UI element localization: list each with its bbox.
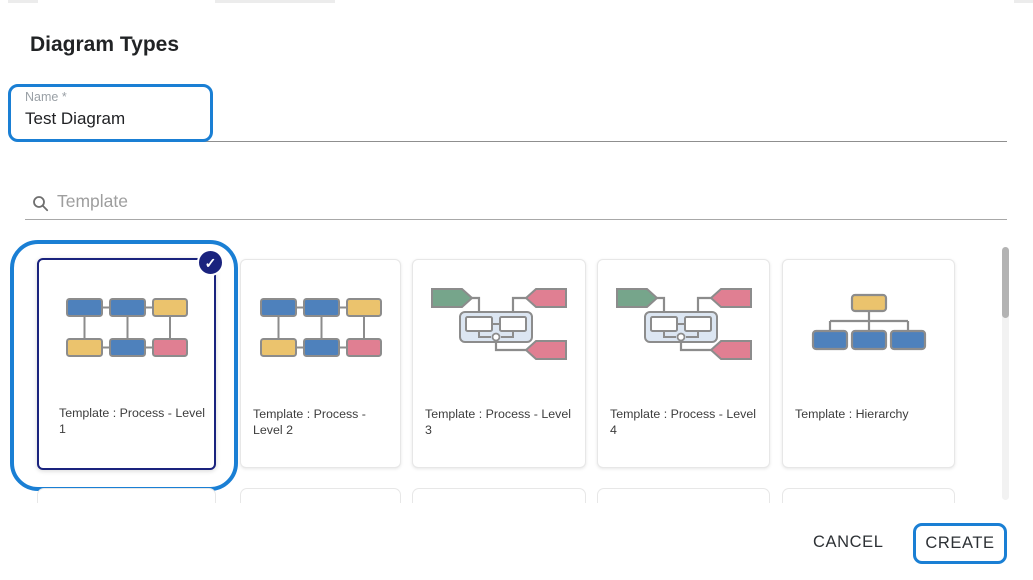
name-field-label: Name * (25, 90, 67, 104)
template-search-underline (25, 219, 1007, 220)
template-preview-process-levels-icon (65, 298, 188, 357)
template-preview-hierarchy-icon (811, 293, 926, 351)
template-search-input[interactable] (57, 191, 557, 212)
template-card-clipped[interactable] (412, 488, 586, 503)
name-input[interactable] (25, 109, 345, 129)
template-card-label: Template : Process - Level 2 (253, 407, 366, 437)
cancel-button[interactable]: CANCEL (813, 533, 884, 551)
clipped-background-edge (8, 0, 38, 3)
template-card-hierarchy[interactable]: Template : Hierarchy (782, 259, 955, 468)
check-glyph: ✓ (204, 254, 217, 271)
selected-template-highlight (10, 240, 238, 491)
template-card-clipped[interactable] (37, 488, 216, 503)
template-preview-process-collaboration-icon (431, 288, 567, 360)
template-card-clipped[interactable] (597, 488, 770, 503)
clipped-background-edge (1014, 0, 1033, 3)
clipped-background-edge (215, 0, 335, 3)
template-list-scrollbar-track[interactable] (1002, 247, 1009, 500)
search-icon (33, 196, 49, 212)
template-card-label: Template : Process - Level 3 (425, 407, 571, 437)
template-card-process-level-2[interactable]: Template : Process - Level 2 (240, 259, 401, 468)
template-card-label: Template : Hierarchy (795, 407, 909, 421)
template-list-scrollbar-thumb[interactable] (1002, 247, 1009, 318)
template-card-process-level-1[interactable]: Template : Process - Level 1 (37, 258, 216, 470)
template-preview-process-levels-icon (259, 298, 382, 357)
template-preview-process-collaboration-icon (615, 288, 752, 360)
template-card-label: Template : Process - Level 4 (610, 407, 756, 437)
template-card-clipped[interactable] (782, 488, 955, 503)
template-card-process-level-3[interactable]: Template : Process - Level 3 (412, 259, 586, 468)
create-button-highlight (913, 523, 1007, 564)
name-field-underline (25, 141, 1007, 142)
template-card-clipped[interactable] (240, 488, 401, 503)
name-field-highlight (8, 84, 213, 142)
dialog-title: Diagram Types (30, 33, 179, 56)
list-clip-edge (0, 503, 1033, 515)
template-card-label: Template : Process - Level 1 (59, 406, 205, 436)
create-button[interactable]: CREATE (913, 523, 1007, 564)
selected-check-icon: ✓ (197, 249, 224, 276)
template-card-process-level-4[interactable]: Template : Process - Level 4 (597, 259, 770, 468)
